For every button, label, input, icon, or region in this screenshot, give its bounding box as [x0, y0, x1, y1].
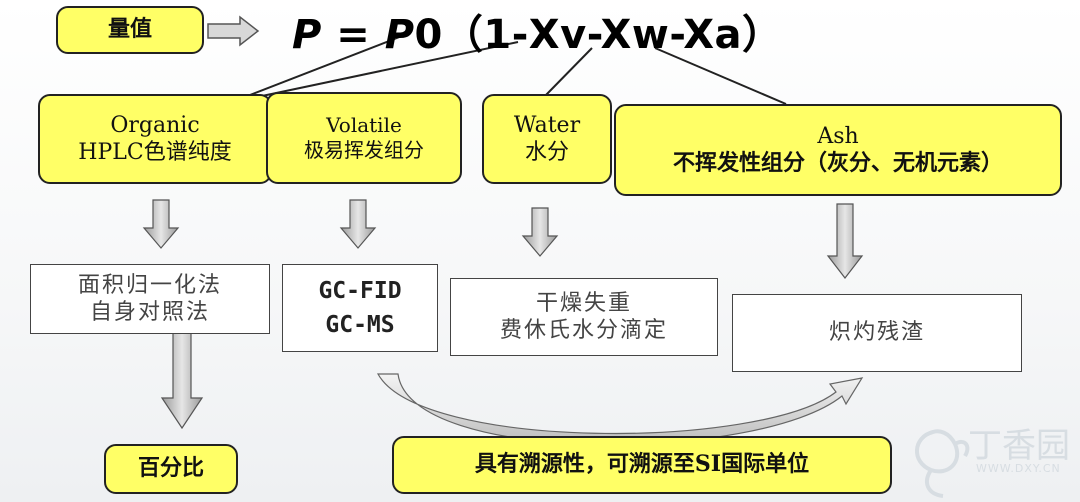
formula-p0-digit: 0: [414, 12, 443, 58]
down-arrow-icon: [339, 199, 377, 249]
category-organic-desc: HPLC色谱纯度: [78, 140, 232, 165]
method-water: 干燥失重 费休氏水分滴定: [450, 278, 718, 356]
category-ash-desc: 不挥发性组分（灰分、无机元素）: [672, 150, 1003, 176]
method-organic: 面积归一化法 自身对照法: [30, 264, 270, 334]
watermark-url: WWW.DXY.CN: [976, 462, 1061, 475]
category-water: Water 水分: [482, 94, 612, 184]
category-organic-title: Organic: [110, 112, 200, 138]
category-water-desc: 水分: [524, 140, 569, 165]
result-percent-label: 百分比: [137, 455, 204, 482]
formula-terms: （1-Xv-Xw-Xa）: [442, 12, 783, 58]
category-ash: Ash 不挥发性组分（灰分、无机元素）: [614, 104, 1062, 196]
quantity-label: 量值: [107, 16, 152, 43]
quantity-label-box: 量值: [56, 6, 204, 54]
category-volatile-desc: 极易挥发组分: [304, 138, 424, 162]
down-arrow-icon: [142, 199, 180, 249]
link-water: [544, 47, 593, 97]
category-ash-title: Ash: [817, 123, 859, 149]
method-volatile-line2: GC-MS: [325, 312, 395, 338]
method-water-line1: 干燥失重: [535, 290, 632, 316]
method-volatile: GC-FID GC-MS: [282, 264, 438, 352]
category-water-title: Water: [513, 112, 581, 138]
formula-p0-letter: P: [384, 12, 415, 58]
method-ash-line1: 炽灼残渣: [828, 320, 925, 346]
watermark-text: 丁香园: [968, 426, 1070, 466]
category-volatile-title: Volatile: [326, 113, 402, 137]
link-ash: [654, 47, 787, 105]
category-volatile: Volatile 极易挥发组分: [266, 92, 462, 184]
category-organic: Organic HPLC色谱纯度: [38, 94, 272, 184]
method-organic-line1: 面积归一化法: [77, 272, 222, 298]
method-volatile-line1: GC-FID: [318, 277, 402, 304]
result-percent: 百分比: [104, 444, 238, 494]
formula-equals: =: [321, 12, 385, 58]
curved-arrow-icon: [376, 373, 864, 446]
method-organic-line2: 自身对照法: [89, 300, 210, 325]
formula-p: P: [292, 12, 322, 58]
down-arrow-icon: [521, 207, 559, 257]
method-ash: 炽灼残渣: [732, 294, 1022, 372]
down-arrow-icon: [160, 324, 204, 430]
method-water-line2: 费休氏水分滴定: [499, 318, 668, 343]
result-traceable-label: 具有溯源性，可溯源至SI国际单位: [474, 451, 810, 478]
link-organic: [231, 35, 403, 103]
down-arrow-icon: [826, 203, 864, 279]
link-volatile: [261, 41, 519, 97]
right-arrow-icon: [207, 15, 260, 47]
result-traceable: 具有溯源性，可溯源至SI国际单位: [392, 436, 892, 494]
purity-formula: P = P0（1-Xv-Xw-Xa）: [292, 2, 783, 60]
